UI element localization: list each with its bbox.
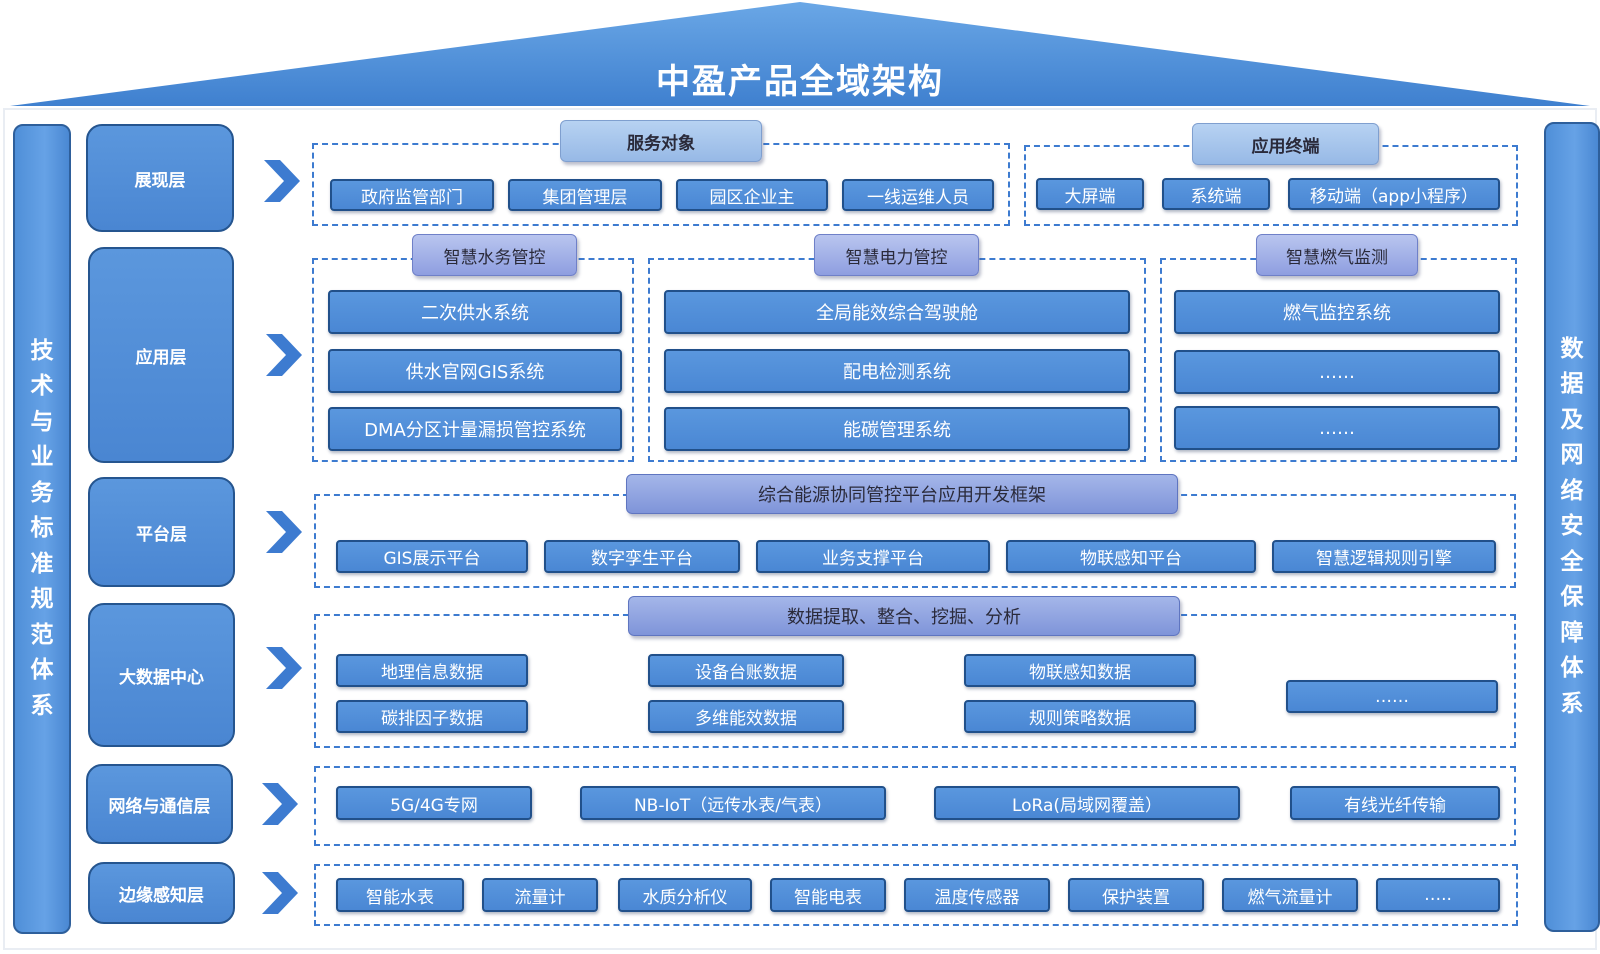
app-terminal-box: 系统端 [1162, 178, 1270, 210]
gas-system-box: 燃气监控系统 [1174, 290, 1500, 334]
standards-system-bar: 技术与业务标准规范体系 [13, 124, 71, 934]
app-terminal-box: 移动端（app小程序） [1288, 178, 1500, 210]
water-system-box: 二次供水系统 [328, 290, 622, 334]
service-target-box: 一线运维人员 [842, 179, 994, 211]
water-system-box: DMA分区计量漏损管控系统 [328, 407, 622, 451]
security-system-label: 数据及网络安全保障体系 [1560, 335, 1584, 717]
smart-water-header: 智慧水务管控 [412, 234, 577, 276]
edge-device-box: 燃气流量计 [1222, 878, 1358, 912]
network-box: 5G/4G专网 [336, 786, 532, 820]
gas-system-box: …… [1174, 350, 1500, 394]
platform-box: 智慧逻辑规则引擎 [1272, 540, 1496, 573]
data-category-box: …… [1286, 680, 1498, 713]
chevron-right-icon [262, 783, 298, 825]
smart-power-header: 智慧电力管控 [814, 234, 979, 276]
platform-box: 物联感知平台 [1006, 540, 1256, 573]
chevron-right-icon [266, 647, 302, 689]
data-category-box: 多维能效数据 [648, 700, 844, 733]
gas-system-box: …… [1174, 406, 1500, 450]
app-terminal-box: 大屏端 [1036, 178, 1144, 210]
chevron-right-icon [264, 160, 300, 202]
smart-gas-header: 智慧燃气监测 [1256, 234, 1418, 276]
layer-presentation: 展现层 [86, 124, 234, 232]
edge-group [314, 864, 1518, 926]
bigdata-header: 数据提取、整合、挖掘、分析 [628, 596, 1180, 636]
layer-bigdata: 大数据中心 [88, 603, 235, 747]
platform-box: 业务支撑平台 [756, 540, 990, 573]
edge-device-box: 温度传感器 [904, 878, 1050, 912]
standards-system-label: 技术与业务标准规范体系 [30, 337, 54, 719]
power-system-box: 能碳管理系统 [664, 407, 1130, 451]
edge-device-box: 智能水表 [336, 878, 464, 912]
water-system-box: 供水官网GIS系统 [328, 349, 622, 393]
service-targets-header: 服务对象 [560, 120, 762, 162]
data-category-box: 物联感知数据 [964, 654, 1196, 687]
network-box: 有线光纤传输 [1290, 786, 1500, 820]
edge-device-box: 保护装置 [1068, 878, 1204, 912]
chevron-right-icon [262, 872, 298, 914]
layer-network: 网络与通信层 [86, 764, 233, 844]
network-box: LoRa(局域网覆盖） [934, 786, 1240, 820]
layer-platform: 平台层 [88, 477, 235, 587]
platform-box: GIS展示平台 [336, 540, 528, 573]
platform-framework-header: 综合能源协同管控平台应用开发框架 [626, 474, 1178, 514]
edge-device-box: 水质分析仪 [618, 878, 752, 912]
chevron-right-icon [266, 511, 302, 553]
edge-device-box: 智能电表 [770, 878, 886, 912]
service-target-box: 政府监管部门 [330, 179, 494, 211]
power-system-box: 全局能效综合驾驶舱 [664, 290, 1130, 334]
chevron-right-icon [266, 334, 302, 376]
layer-application: 应用层 [88, 247, 234, 463]
security-system-bar: 数据及网络安全保障体系 [1544, 122, 1600, 932]
architecture-title: 中盈产品全域架构 [656, 62, 944, 102]
edge-device-box: ….. [1376, 878, 1500, 912]
service-target-box: 园区企业主 [676, 179, 828, 211]
data-category-box: 碳排因子数据 [336, 700, 528, 733]
data-category-box: 规则策略数据 [964, 700, 1196, 733]
data-category-box: 设备台账数据 [648, 654, 844, 687]
network-box: NB-IoT（远传水表/气表） [580, 786, 886, 820]
platform-box: 数字孪生平台 [544, 540, 740, 573]
network-group [314, 766, 1516, 846]
data-category-box: 地理信息数据 [336, 654, 528, 687]
service-target-box: 集团管理层 [508, 179, 662, 211]
roof-banner [10, 2, 1590, 106]
power-system-box: 配电检测系统 [664, 349, 1130, 393]
layer-edge: 边缘感知层 [88, 862, 235, 924]
app-terminals-header: 应用终端 [1192, 123, 1379, 165]
edge-device-box: 流量计 [482, 878, 598, 912]
